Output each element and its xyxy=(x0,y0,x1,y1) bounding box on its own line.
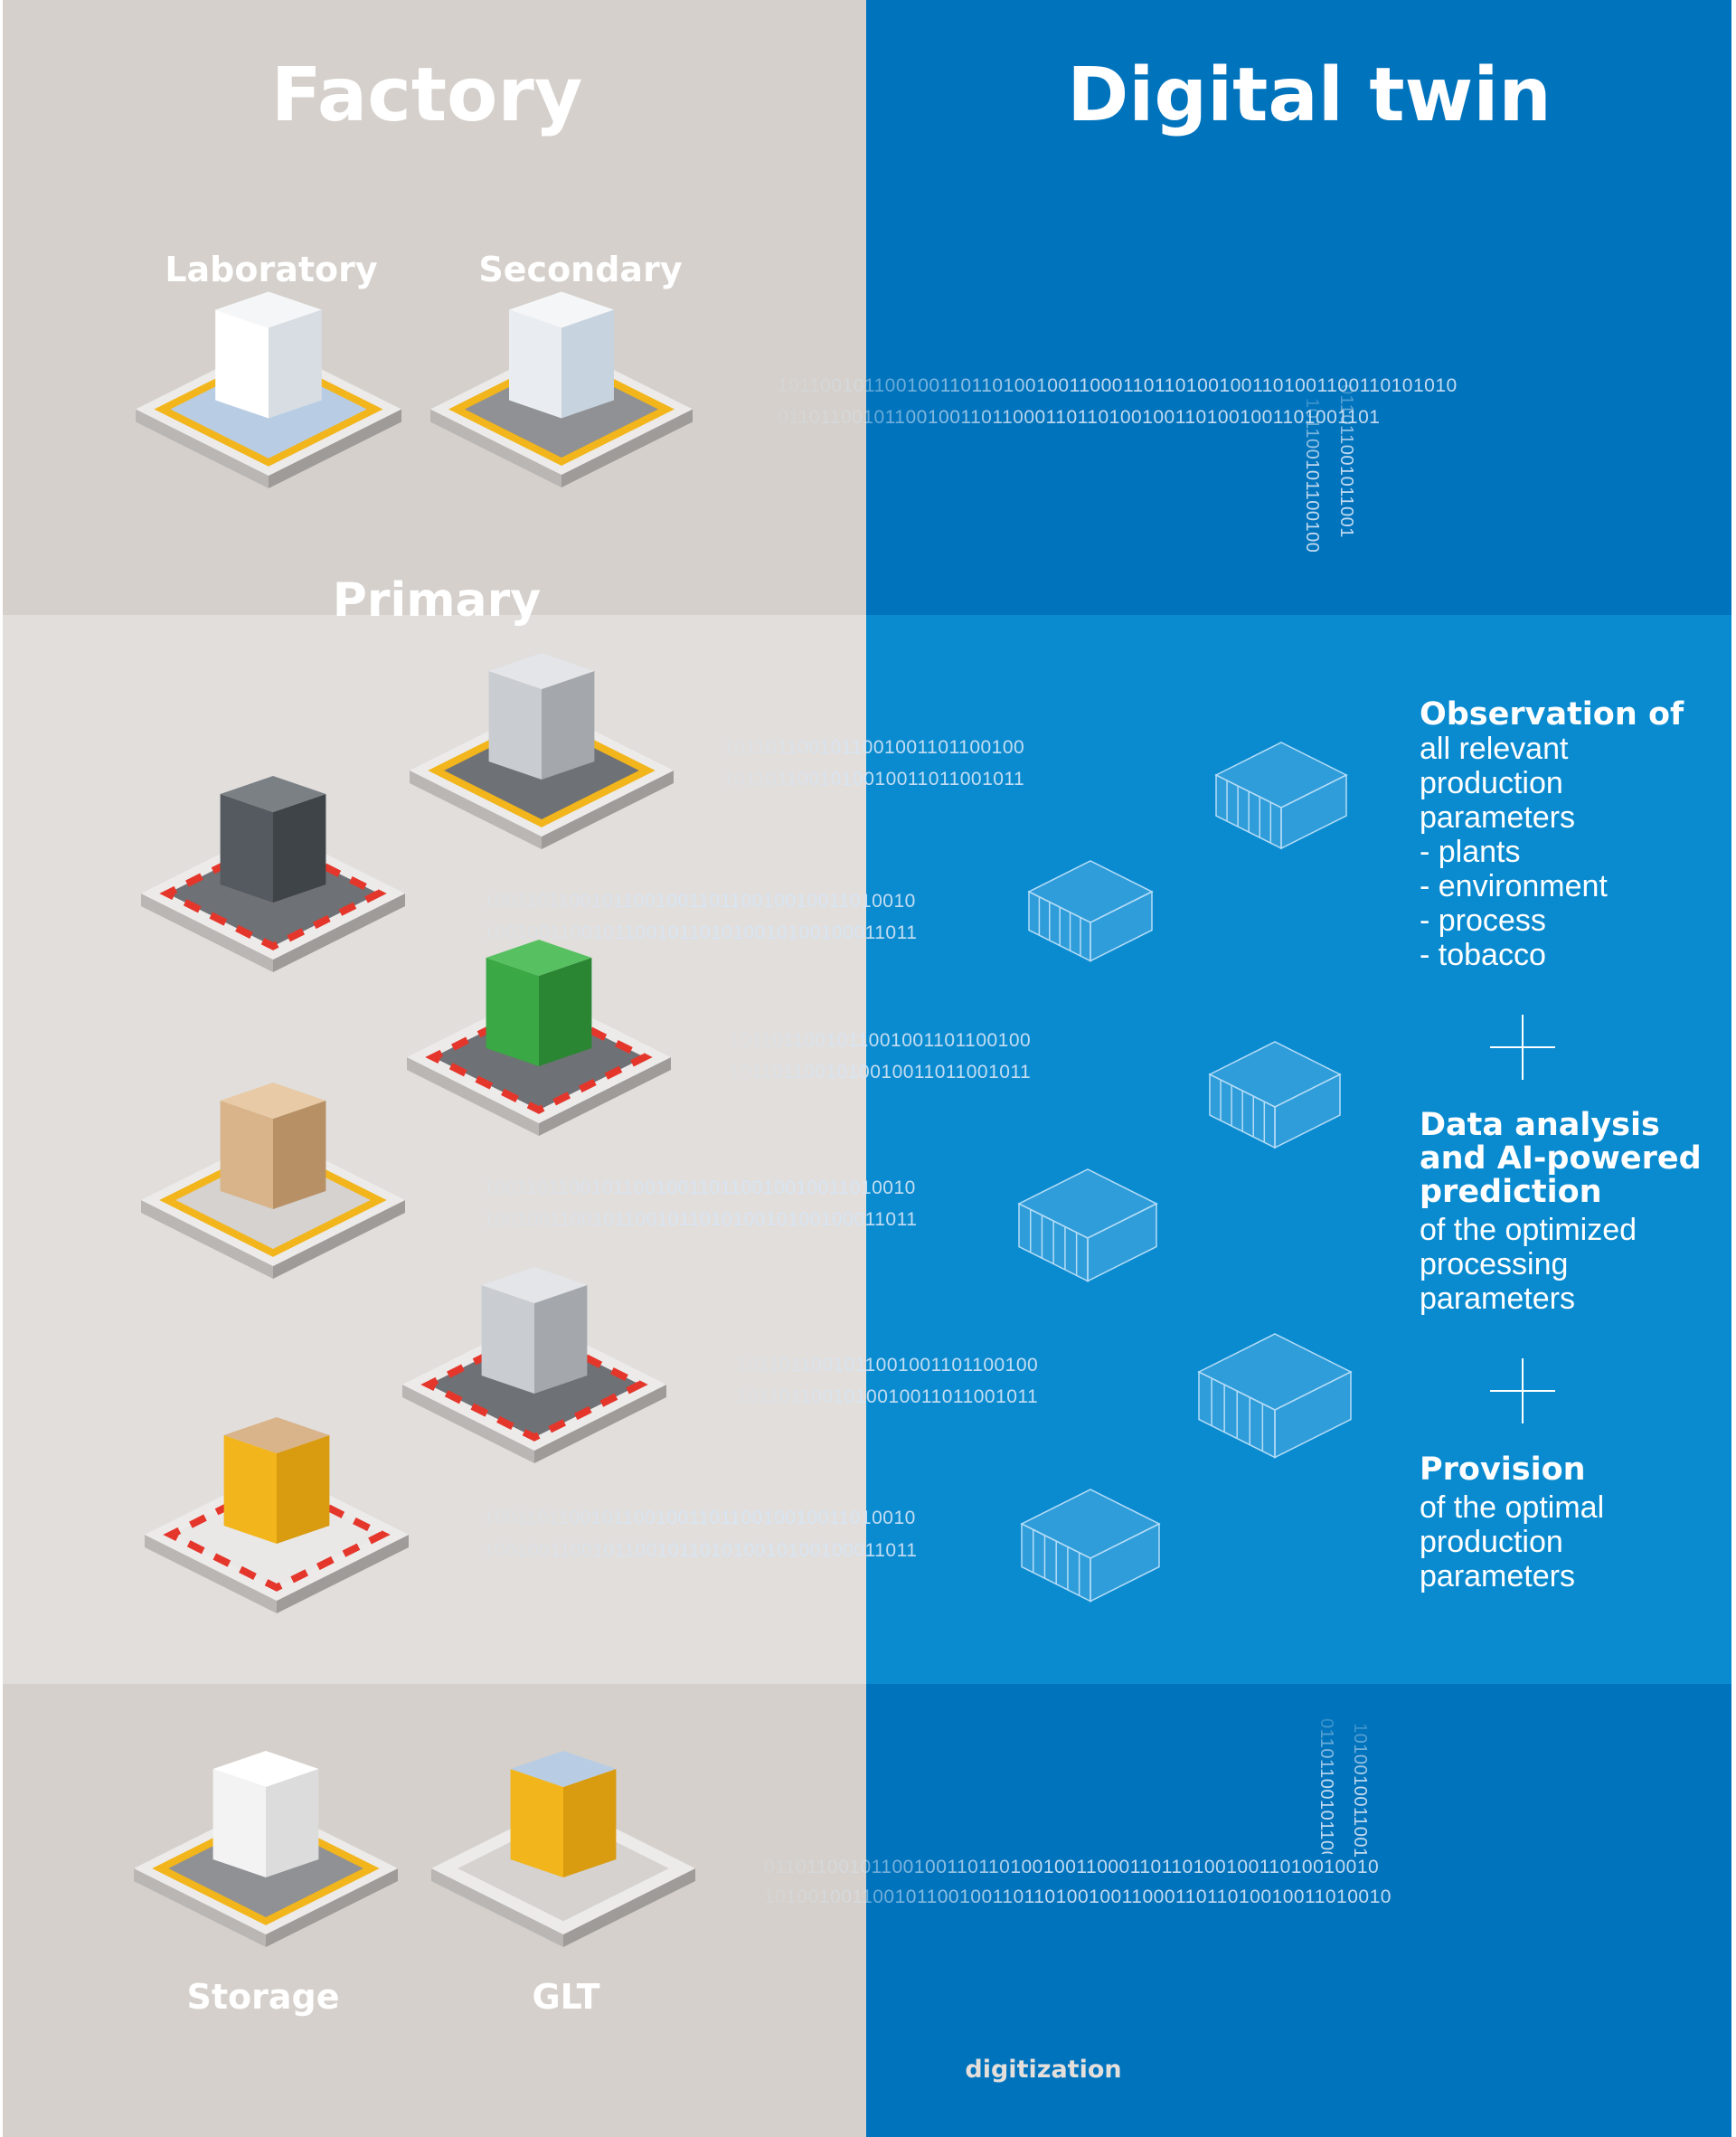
provision-line: parameters xyxy=(1420,1559,1575,1593)
observation-line: all relevant xyxy=(1420,732,1569,766)
binary-stream-curve: 0110110010110010011011010010011000110110… xyxy=(1316,1718,1336,1854)
primary-machine-1 xyxy=(410,653,674,849)
provision-line: production xyxy=(1420,1525,1563,1559)
binary-stream: 1010010011001011001001101101001001100011… xyxy=(764,1886,1392,1907)
observation-block: Observation of all relevant production p… xyxy=(1420,696,1727,973)
label-primary: Primary xyxy=(332,573,542,628)
label-storage: Storage xyxy=(186,1977,340,2017)
observation-line: - environment xyxy=(1420,869,1608,903)
observation-line: - tobacco xyxy=(1420,938,1546,972)
factory-bottom-bg xyxy=(3,1684,866,2137)
provision-block: Provision of the optimal production para… xyxy=(1420,1451,1727,1594)
observation-line: - process xyxy=(1420,903,1546,938)
factory-title: Factory xyxy=(270,52,583,138)
binary-stream: 1011011001011001001101100100 xyxy=(723,737,1025,758)
twin-bottom-bg xyxy=(866,1684,1731,2137)
secondary-illustration xyxy=(430,291,693,487)
wireframe-machine-4 xyxy=(1017,1168,1158,1282)
binary-stream: 1011011001010010011011001011 xyxy=(737,1386,1039,1407)
binary-stream: 1001101100101100100110110010010011010010 xyxy=(484,1508,916,1528)
binary-stream-curve: 0110110010110010011011000110110100100110… xyxy=(1335,384,1356,538)
binary-stream-curve: 1010010011001011001001101101001001100011… xyxy=(1349,1723,1370,1858)
wireframe-machine-3 xyxy=(1208,1041,1342,1149)
primary-machine-4 xyxy=(141,1083,405,1279)
binary-stream-curve: 1011001011001001101101001001100011011010… xyxy=(1301,398,1322,552)
label-laboratory: Laboratory xyxy=(165,250,378,289)
binary-stream: 1011011001011001001101100100 xyxy=(737,1355,1039,1376)
binary-stream: 1011011001010010011011001011 xyxy=(723,769,1025,790)
primary-machine-3 xyxy=(407,940,671,1136)
binary-stream: 0110110010110010011011010010011000110110… xyxy=(764,1857,1380,1877)
storage-illustration xyxy=(134,1751,398,1947)
binary-stream: 1011011001011001001101100100 xyxy=(730,1030,1032,1051)
binary-stream: 1001001100101100101101010010100100011011 xyxy=(484,922,918,943)
provision-line: of the optimal xyxy=(1420,1490,1605,1525)
plus-icon xyxy=(1490,1358,1555,1423)
provision-heading: Provision xyxy=(1420,1451,1586,1488)
laboratory-illustration xyxy=(136,291,401,488)
wireframe-machine-5 xyxy=(1197,1333,1353,1459)
analysis-line: parameters xyxy=(1420,1281,1575,1316)
analysis-block: Data analysis and AI-powered prediction … xyxy=(1420,1107,1727,1317)
factory-top-bg xyxy=(3,0,866,615)
wireframe-machine-1 xyxy=(1214,742,1348,850)
binary-stream: 0110110010110010011011000110110100100110… xyxy=(778,407,1381,428)
wireframe-machine-2 xyxy=(1027,860,1154,962)
observation-line: parameters xyxy=(1420,800,1575,835)
primary-machine-6 xyxy=(145,1417,409,1613)
analysis-line: processing xyxy=(1420,1247,1569,1281)
plus-icon xyxy=(1490,1015,1555,1080)
digital-twin-title: Digital twin xyxy=(1067,52,1552,138)
primary-machine-5 xyxy=(402,1267,666,1463)
analysis-line: of the optimized xyxy=(1420,1213,1637,1247)
observation-line: production xyxy=(1420,766,1563,800)
footer-digitization: digitization xyxy=(965,2056,1122,2084)
twin-mid-bg xyxy=(866,615,1731,1684)
wireframe-machine-6 xyxy=(1020,1489,1161,1603)
observation-line: - plants xyxy=(1420,835,1521,869)
binary-stream: 1001101100101100100110110010010011010010 xyxy=(484,1177,916,1198)
label-glt: GLT xyxy=(532,1977,600,2017)
primary-machine-2 xyxy=(141,776,405,972)
glt-illustration xyxy=(431,1751,695,1947)
twin-top-bg xyxy=(866,0,1731,615)
binary-stream: 1011011001010010011011001011 xyxy=(730,1062,1032,1083)
label-secondary: Secondary xyxy=(478,250,683,289)
binary-stream: 1011001011001001101101001001100011011010… xyxy=(778,375,1458,396)
binary-stream: 1001001100101100101101010010100100011011 xyxy=(484,1540,918,1561)
analysis-heading: Data analysis and AI-powered prediction xyxy=(1420,1107,1702,1210)
observation-heading: Observation of xyxy=(1420,696,1684,733)
binary-stream: 1001001100101100101101010010100100011011 xyxy=(484,1209,918,1230)
binary-stream: 1001101100101100100110110010010011010010 xyxy=(484,891,916,912)
